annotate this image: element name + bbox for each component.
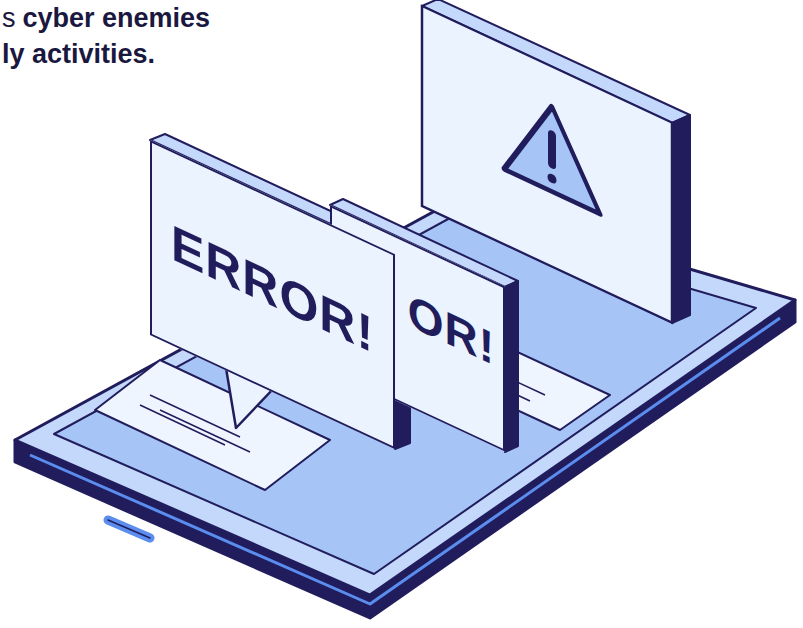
headline-text: s	[2, 2, 16, 34]
home-button	[108, 520, 150, 538]
warning-triangle	[504, 84, 600, 214]
middle-panel-side	[505, 281, 518, 452]
headline-text: ly activities.	[2, 38, 155, 70]
warning-exclamation	[548, 135, 557, 165]
warning-dot	[548, 172, 557, 185]
headline-text: cyber enemies	[23, 2, 211, 34]
warning-panel-side	[672, 115, 690, 323]
home-button-outline	[108, 520, 150, 538]
error-text: OR!	[408, 286, 495, 373]
error-text: ERROR!	[171, 216, 374, 361]
